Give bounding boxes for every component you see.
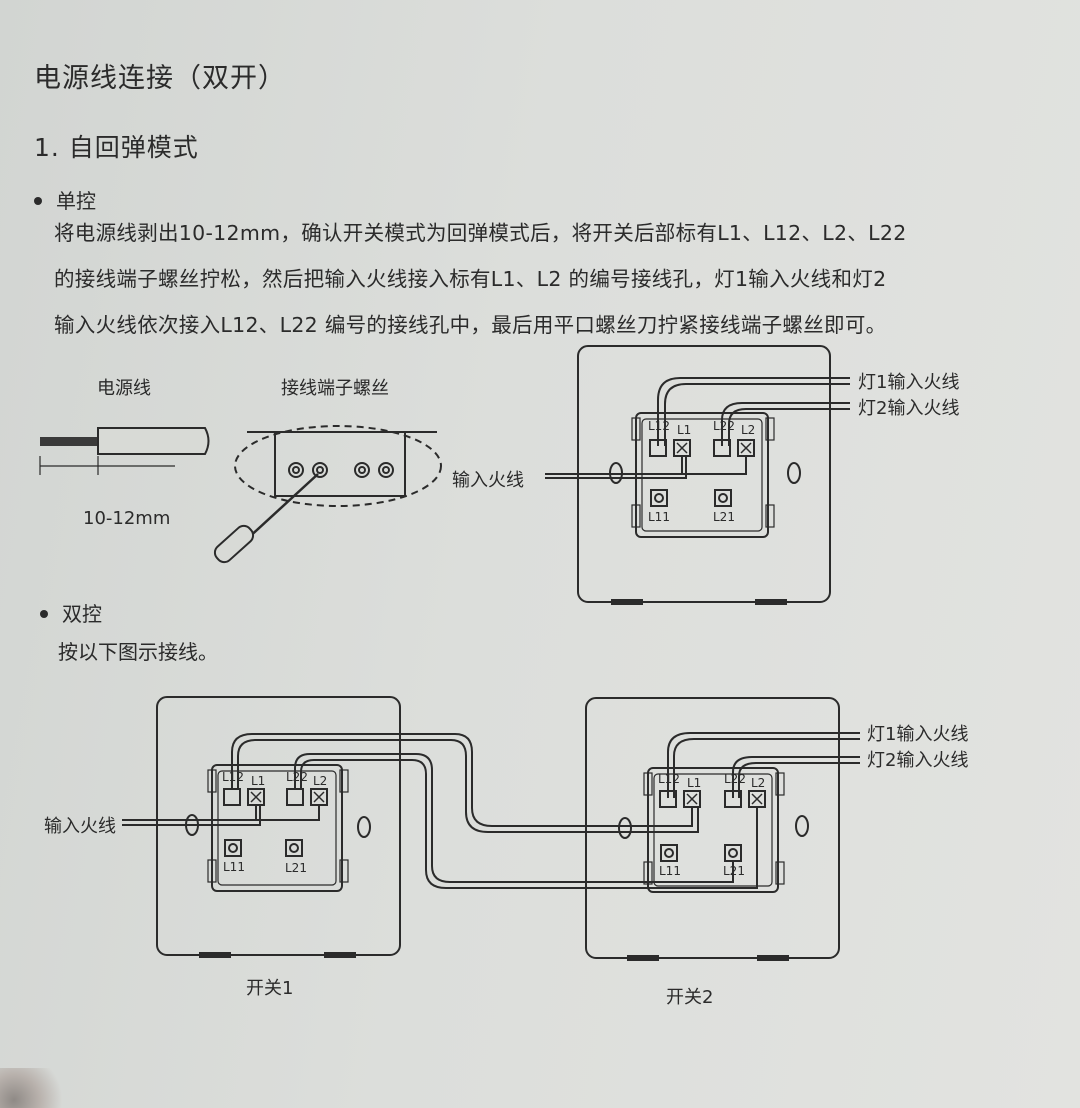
s1-terminal-label-l11: L11 — [223, 860, 245, 874]
s2-terminal-label-l11: L11 — [659, 864, 681, 878]
bullet-dot — [34, 196, 42, 205]
s2-terminal-label-l22: L22 — [724, 772, 746, 786]
s2-terminal-label-l12: L12 — [658, 772, 680, 786]
dual-lamp2-live-label: 灯2输入火线 — [867, 750, 969, 771]
terminal-label-l11: L11 — [648, 510, 670, 524]
bullet-label: 单控 — [56, 189, 96, 213]
strip-length-label: 10-12mm — [83, 508, 171, 529]
terminal-label-l1: L1 — [677, 423, 692, 437]
terminal-label-l2: L2 — [741, 423, 756, 437]
lamp2-live-label: 灯2输入火线 — [858, 398, 960, 419]
input-live-label: 输入火线 — [452, 470, 524, 491]
dual-control-switch-1-diagram — [156, 696, 401, 958]
s2-terminal-label-l21: L21 — [723, 864, 745, 878]
section-title: 1. 自回弹模式 — [34, 133, 199, 162]
bullet-dot — [40, 609, 48, 618]
instruction-paragraph: 将电源线剥出10-12mm，确认开关模式为回弹模式后，将开关后部标有L1、L12… — [54, 210, 1044, 348]
terminal-screw-label: 接线端子螺丝 — [281, 378, 389, 399]
single-control-switch-diagram — [545, 345, 850, 605]
power-wire-label: 电源线 — [97, 378, 151, 399]
background-cloth — [0, 1068, 70, 1108]
dual-control-wiring — [122, 732, 860, 889]
paragraph-line: 的接线端子螺丝拧松，然后把输入火线接入标有L1、L2 的编号接线孔，灯1输入火线… — [54, 267, 887, 291]
lamp1-live-label: 灯1输入火线 — [858, 372, 960, 393]
s1-terminal-label-l1: L1 — [251, 774, 266, 788]
stripped-wire-illustration — [39, 427, 210, 475]
bullet-label: 双控 — [62, 602, 102, 626]
bullet-dual-control: 双控 — [40, 598, 102, 627]
s1-terminal-label-l12: L12 — [222, 770, 244, 784]
s1-terminal-label-l21: L21 — [285, 861, 307, 875]
s2-terminal-label-l2: L2 — [751, 776, 766, 790]
bullet-single-control: 单控 — [34, 185, 96, 214]
dual-control-switch-2-diagram — [585, 697, 840, 961]
switch2-label: 开关2 — [666, 987, 714, 1008]
dual-lamp1-live-label: 灯1输入火线 — [867, 724, 969, 745]
paragraph-line: 将电源线剥出10-12mm，确认开关模式为回弹模式后，将开关后部标有L1、L12… — [54, 221, 907, 245]
s1-terminal-label-l22: L22 — [286, 770, 308, 784]
s2-terminal-label-l1: L1 — [687, 776, 702, 790]
dual-instruction: 按以下图示接线。 — [58, 640, 218, 664]
terminal-label-l12: L12 — [648, 419, 670, 433]
switch1-label: 开关1 — [246, 978, 294, 999]
s1-terminal-label-l2: L2 — [313, 774, 328, 788]
paragraph-line: 输入火线依次接入L12、L22 编号的接线孔中，最后用平口螺丝刀拧紧接线端子螺丝… — [54, 313, 887, 337]
terminal-label-l22: L22 — [713, 419, 735, 433]
dual-input-live-label: 输入火线 — [44, 816, 116, 837]
terminal-label-l21: L21 — [713, 510, 735, 524]
page-title: 电源线连接（双开） — [34, 63, 286, 94]
terminal-screw-closeup — [213, 425, 442, 564]
